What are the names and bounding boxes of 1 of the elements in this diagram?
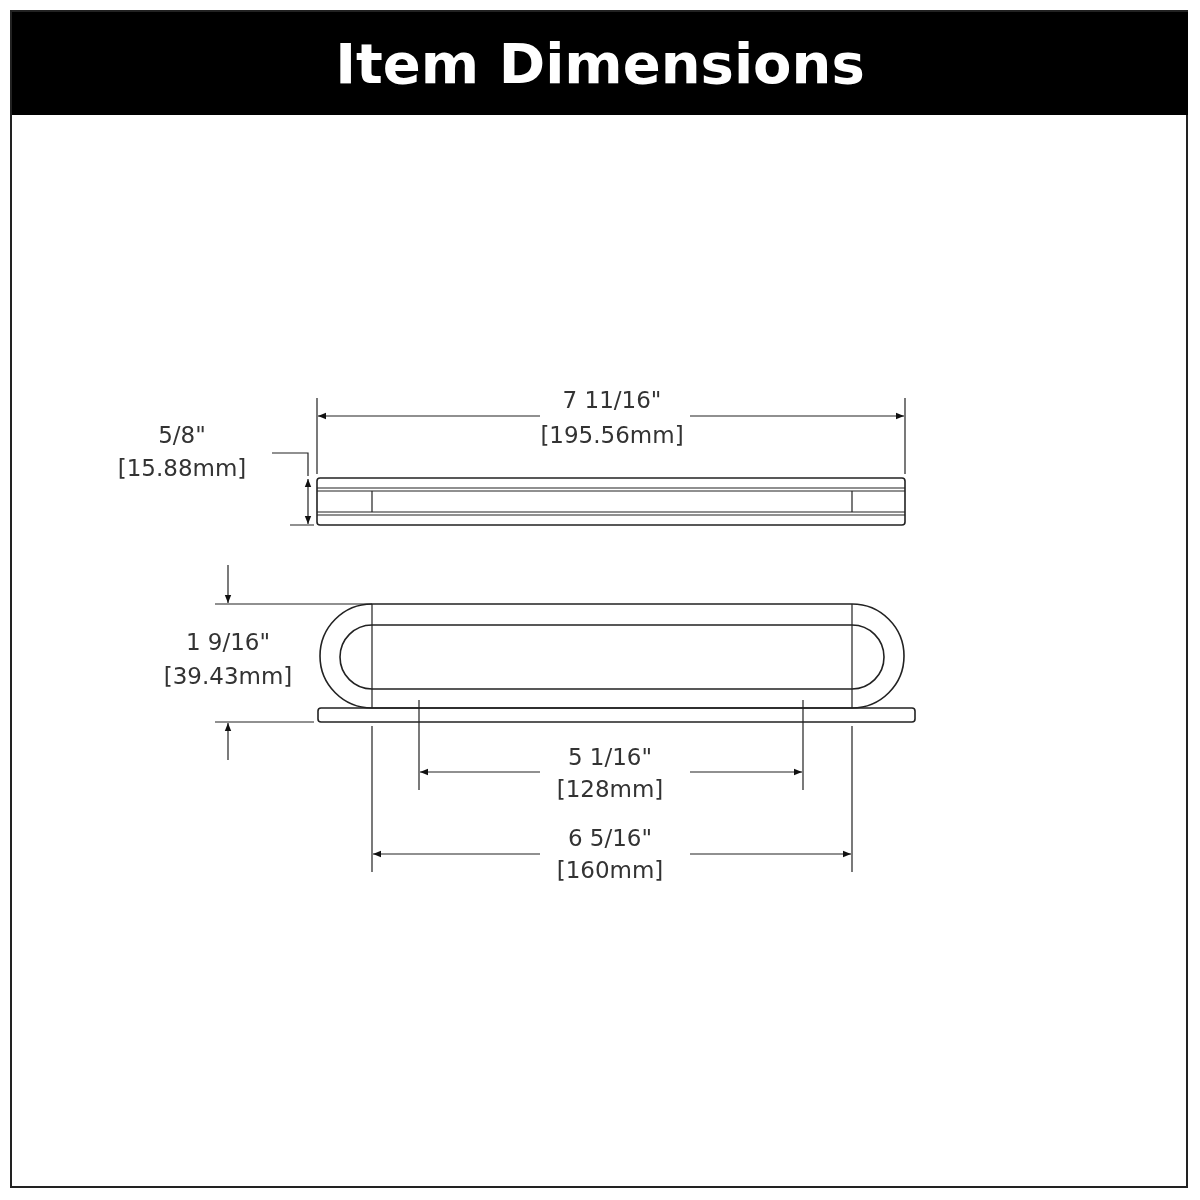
title-banner: Item Dimensions <box>12 12 1188 115</box>
